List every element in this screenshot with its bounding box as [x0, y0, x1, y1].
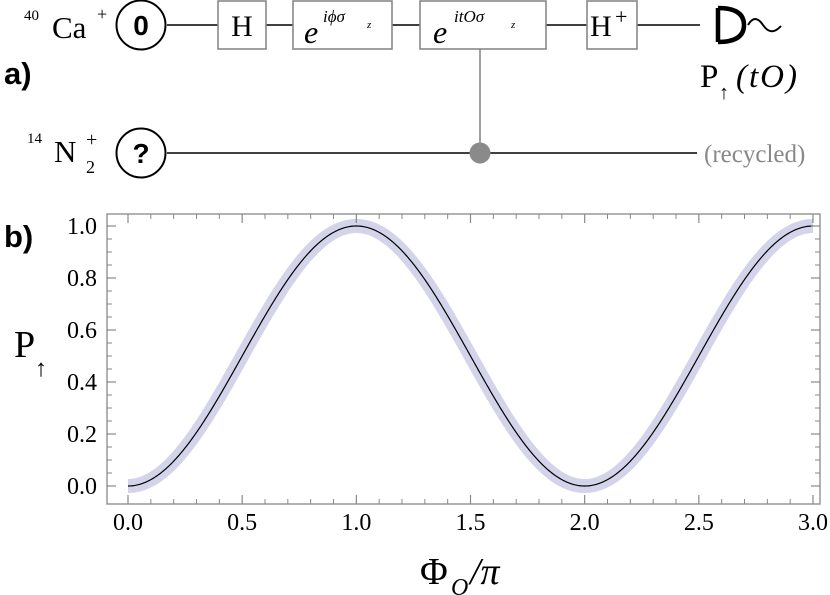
- x-tick-label: 2.5: [684, 510, 714, 536]
- x-tick-label: 0.5: [227, 510, 257, 536]
- molecule-initial-state: ?: [132, 138, 149, 169]
- y-tick-label: 0.0: [67, 474, 97, 500]
- axis-ticks: [107, 214, 820, 504]
- hadamard-gate-label: H: [231, 10, 253, 43]
- x-tick-label: 1.0: [341, 510, 371, 536]
- y-tick-label: 1.0: [67, 214, 97, 240]
- coupling-gate-base: e: [433, 14, 447, 50]
- molecule-state-circle: [115, 127, 167, 179]
- y-axis-label-subscript: ↑: [35, 356, 47, 382]
- y-tick-label: 0.6: [67, 318, 97, 344]
- output-arrow: ↑: [719, 82, 729, 104]
- ion-mass-number: 40: [24, 8, 39, 24]
- inverse-hadamard-gate-label: H: [590, 10, 612, 43]
- circuit-panel: a) 40 Ca + 14 N 2 + 0 ? H e iϕσ z: [4, 0, 805, 179]
- hadamard-gate: [217, 0, 267, 50]
- panel-b-label: b): [4, 219, 33, 254]
- phase-gate-subscript: z: [366, 19, 372, 31]
- y-tick-label: 0.4: [67, 370, 97, 396]
- panel-a-label: a): [4, 56, 32, 91]
- coupling-gate-exponent: itOσ: [454, 7, 485, 26]
- ion-charge: +: [97, 4, 107, 24]
- x-axis-label-subscript: O: [451, 575, 468, 595]
- ion-state-circle: [115, 0, 167, 51]
- y-axis-label: P: [14, 324, 35, 366]
- output-probability-label: P: [700, 59, 718, 95]
- molecule-mass-number: 14: [27, 131, 43, 147]
- coupling-gate-subscript: z: [510, 19, 516, 31]
- phase-gate-base: e: [304, 14, 318, 50]
- recycled-label: (recycled): [704, 141, 805, 168]
- ion-initial-state: 0: [133, 10, 149, 41]
- x-tick-label: 1.5: [456, 510, 486, 536]
- phase-gate: [292, 0, 393, 50]
- x-tick-label: 3.0: [798, 510, 828, 536]
- molecule-charge: +: [86, 129, 97, 151]
- x-axis-label: Φ: [420, 551, 448, 593]
- x-axis-label-tail: /π: [468, 551, 501, 593]
- ion-name: Ca: [52, 10, 87, 45]
- phase-gate-exponent: iϕσ: [323, 7, 346, 26]
- plot-frame: [106, 213, 821, 505]
- plot-panel: b) 0.0 0.5 1.0 1.5 2.0 2.5 3.0 0.0 0.2 0.4 0.6 0.8 1…: [4, 213, 828, 595]
- y-tick-label: 0.8: [67, 266, 97, 292]
- molecule-name: N: [54, 134, 76, 169]
- x-tick-label: 2.0: [570, 510, 600, 536]
- coupling-gate: [419, 0, 547, 50]
- inverse-hadamard-gate: [586, 0, 638, 50]
- output-argument: (tO): [736, 59, 799, 95]
- plot-area: 0.0 0.5 1.0 1.5 2.0 2.5 3.0 0.0 0.2 0.4 0.6 0.8 1.0: [67, 213, 828, 536]
- probability-curve: [127, 225, 814, 487]
- x-tick-label: 0.0: [113, 510, 143, 536]
- control-dot-icon: [469, 142, 491, 164]
- axis-tick-labels: 0.0 0.5 1.0 1.5 2.0 2.5 3.0 0.0 0.2 0.4 0.6 0.8 1.0: [67, 214, 828, 536]
- detector-icon: [715, 5, 782, 45]
- molecule-subscript: 2: [86, 157, 95, 177]
- y-tick-label: 0.2: [67, 422, 97, 448]
- inverse-hadamard-gate-superscript: +: [615, 4, 627, 29]
